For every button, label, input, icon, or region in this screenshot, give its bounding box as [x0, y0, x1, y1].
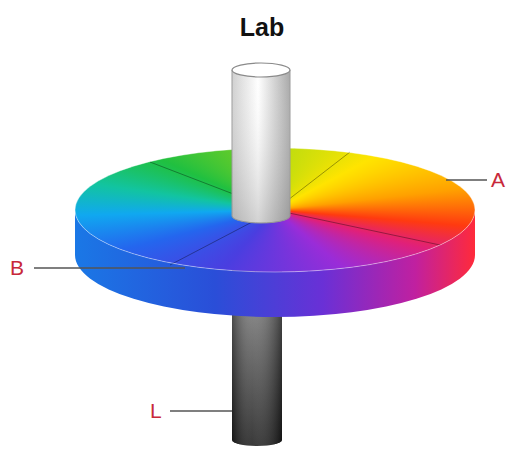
l-axis-upper — [232, 70, 290, 223]
sector-lines — [150, 148, 440, 265]
leader-line-b — [34, 267, 185, 268]
l-axis-cap — [232, 63, 290, 77]
l-axis-upper-shade — [232, 70, 290, 223]
axis-label: A — [491, 168, 505, 191]
axis-label: B — [10, 256, 24, 279]
leader-line-a — [446, 179, 487, 180]
axis-label: L — [150, 399, 162, 422]
diagram-title: Lab — [240, 14, 284, 42]
leader-line-l — [170, 410, 232, 411]
